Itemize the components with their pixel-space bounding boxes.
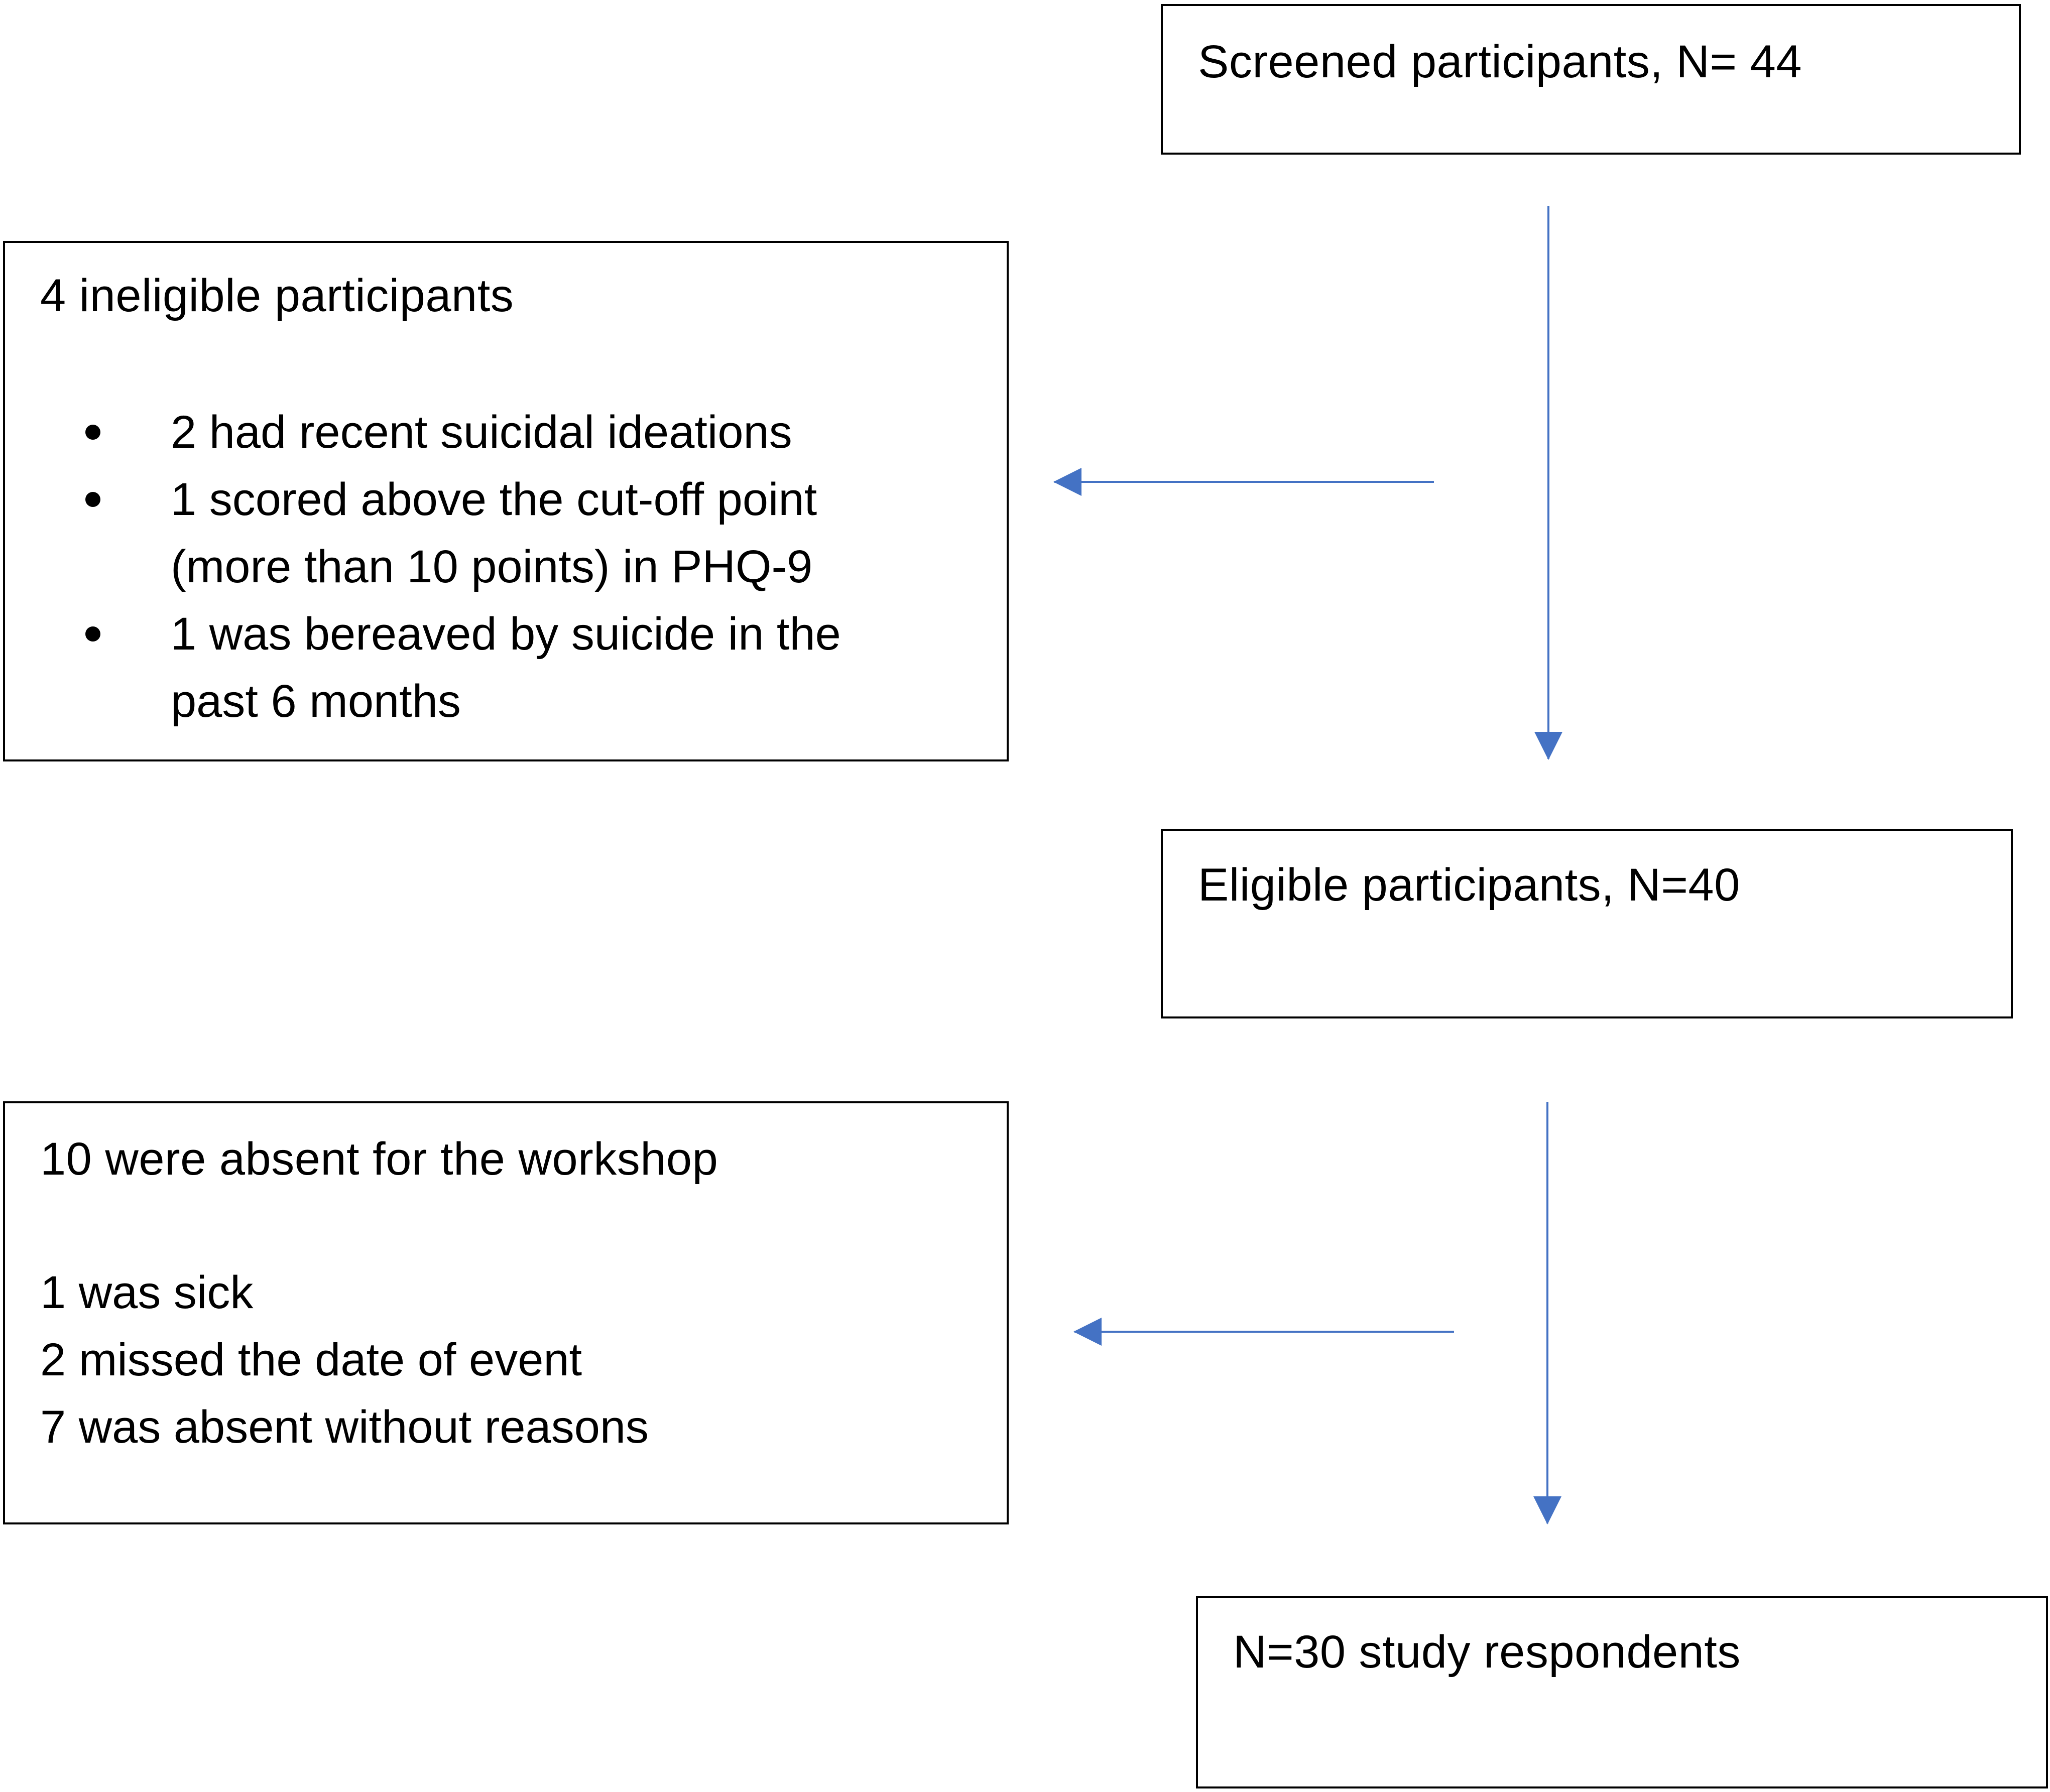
screened-participants-box: Screened participants, N= 44: [1161, 4, 2021, 155]
list-item: 1 was bereaved by suicide in the past 6 …: [5, 600, 841, 735]
list-item: 2 had recent suicidal ideations: [5, 399, 841, 466]
ineligible-title: 4 ineligible participants: [40, 270, 514, 321]
reason-line: 1 scored above the cut-off point: [171, 474, 817, 525]
eligible-participants-label: Eligible participants, N=40: [1198, 859, 1740, 911]
list-item: 7 was absent without reasons: [40, 1401, 649, 1453]
list-item: 2 missed the date of event: [40, 1334, 582, 1385]
absent-reasons-list: 1 was sick 2 missed the date of event 7 …: [40, 1259, 649, 1461]
list-item: 1 was sick: [40, 1267, 254, 1318]
absent-participants-box: 10 were absent for the workshop 1 was si…: [3, 1101, 1009, 1524]
reason-line: 1 was bereaved by suicide in the: [171, 608, 841, 660]
bullet-icon: [85, 492, 100, 507]
absent-title: 10 were absent for the workshop: [40, 1133, 718, 1185]
ineligible-participants-box: 4 ineligible participants 2 had recent s…: [3, 241, 1009, 761]
screened-participants-label: Screened participants, N= 44: [1198, 36, 1802, 87]
reason-line: 2 had recent suicidal ideations: [171, 407, 792, 458]
list-item: 1 scored above the cut-off point (more t…: [5, 466, 841, 600]
bullet-icon: [85, 626, 100, 642]
bullet-icon: [85, 425, 100, 440]
reason-line-continued: past 6 months: [171, 676, 461, 727]
reason-line-continued: (more than 10 points) in PHQ-9: [171, 541, 813, 592]
ineligible-reasons-list: 2 had recent suicidal ideations 1 scored…: [5, 399, 841, 735]
study-respondents-label: N=30 study respondents: [1233, 1626, 1741, 1678]
eligible-participants-box: Eligible participants, N=40: [1161, 829, 2013, 1018]
study-respondents-box: N=30 study respondents: [1196, 1596, 2048, 1788]
